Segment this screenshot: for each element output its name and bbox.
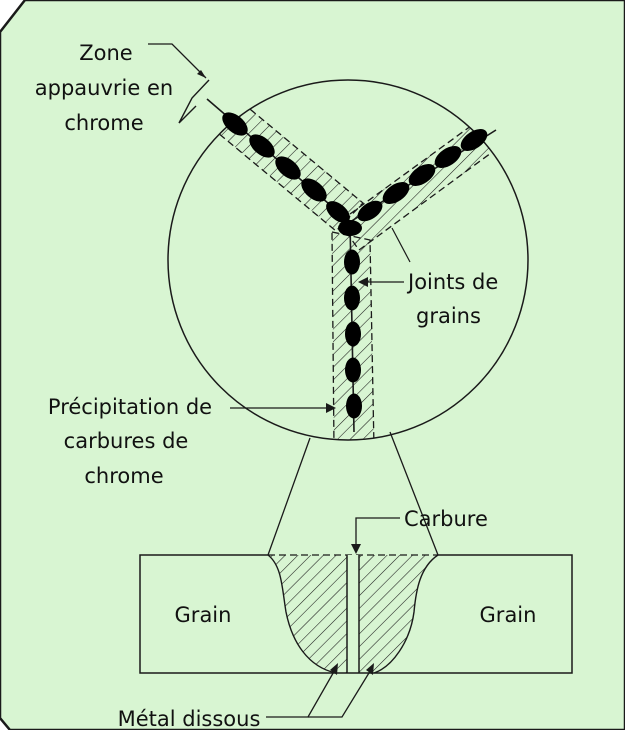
label-depleted-zone-line2: appauvrie en	[35, 76, 173, 100]
label-carbide-precipitation-line2: carbures de	[64, 429, 189, 453]
label-carbide-precipitation-line3: chrome	[84, 464, 163, 488]
label-carbide: Carbure	[404, 507, 488, 531]
label-dissolved-metal: Métal dissous	[118, 707, 261, 730]
label-grain-right: Grain	[480, 603, 537, 627]
label-grain-boundaries-line2: grains	[416, 304, 481, 328]
carbide-strip	[347, 555, 359, 673]
label-depleted-zone-line1: Zone	[79, 41, 132, 65]
label-grain-boundaries-line1: Joints de	[406, 270, 498, 294]
label-depleted-zone-line3: chrome	[64, 111, 143, 135]
label-grain-left: Grain	[175, 603, 232, 627]
label-carbide-precipitation-line1: Précipitation de	[48, 395, 212, 419]
